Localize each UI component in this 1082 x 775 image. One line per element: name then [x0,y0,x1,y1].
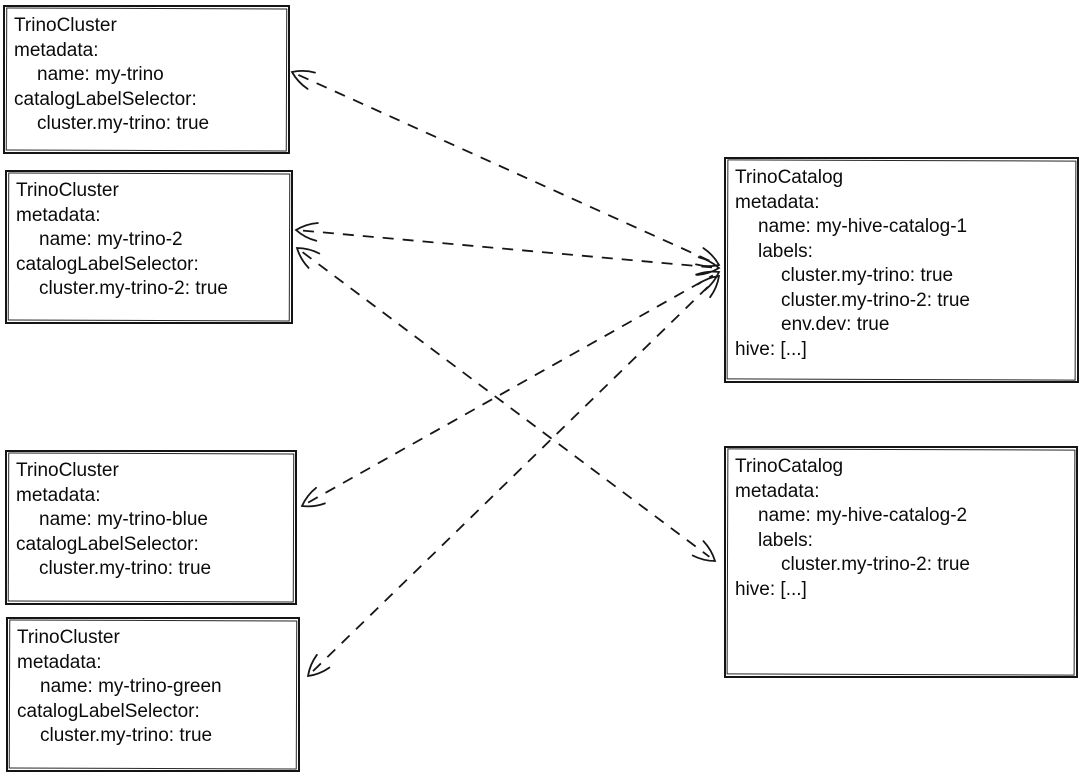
node-text-line: TrinoCluster [14,15,117,36]
arrowhead-icon [290,70,316,90]
connection-trino-cluster-my-trino-2--trino-catalog-my-hive-catalog-1 [294,222,721,276]
arrowhead-icon [695,247,721,267]
arrowhead-icon [696,256,721,276]
node-text-line: TrinoCatalog [735,167,844,188]
arrowhead-icon [695,270,721,292]
node-trino-cluster-my-trino: TrinoCluster metadata: name: my-trino catal… [3,5,290,154]
node-text-line: catalogLabelSelector: [16,253,199,275]
node-text-line: TrinoCatalog [735,456,844,477]
connection-dashed-line [298,74,713,263]
node-text-line: TrinoCluster [17,627,120,648]
node-text-line: cluster.my-trino-2: true [781,289,970,311]
node-text-line: cluster.my-trino-2: true [39,278,228,299]
node-text-line: TrinoCluster [16,180,119,201]
arrowhead-icon [294,222,319,242]
node-text-line: catalogLabelSelector: [14,88,197,110]
node-text-line: name: my-trino [37,64,164,85]
node-text-line: labels: [758,529,813,551]
node-text-line: metadata: [17,651,102,673]
connection-dashed-line [302,229,713,269]
node-text-line: metadata: [14,39,99,61]
node-text-line: metadata: [735,191,820,213]
node-text-line: name: my-trino-blue [39,509,208,530]
node-trino-cluster-my-trino-2: TrinoCluster metadata: name: my-trino-2 cat… [5,170,293,324]
node-text-line: TrinoCluster [16,460,119,481]
arrowhead-icon [300,486,326,508]
node-text-line: cluster.my-trino: true [39,558,212,579]
arrowhead-icon [696,274,721,299]
arrowhead-icon [306,653,331,678]
arrowhead-icon [691,540,717,562]
connection-trino-cluster-my-trino-2--trino-catalog-my-hive-catalog-2 [295,247,717,562]
connection-dashed-line [307,274,714,504]
node-text-line: catalogLabelSelector: [16,533,199,555]
node-text-line: hive: [...] [735,338,807,360]
node-text-line: cluster.my-trino: true [37,113,210,134]
node-text-line: cluster.my-trino-2: true [781,554,970,575]
node-text-line: name: my-trino-green [40,676,222,697]
node-text-line: name: my-hive-catalog-1 [758,216,968,237]
connection-trino-cluster-my-trino--trino-catalog-my-hive-catalog-1 [290,70,721,267]
node-text-line: cluster.my-trino: true [781,265,954,286]
connection-trino-cluster-my-trino-green--trino-catalog-my-hive-catalog-1 [306,274,721,678]
node-trino-catalog-my-hive-catalog-1: TrinoCatalog metadata: name: my-hive-catal… [724,157,1079,383]
node-trino-cluster-my-trino-green: TrinoCluster metadata: name: my-trino-gree… [6,617,300,772]
connection-dashed-line [312,280,715,672]
connection-dashed-line [302,251,710,558]
node-text-line: metadata: [16,204,101,226]
node-text-line: metadata: [735,480,820,502]
node-text-line: name: my-trino-2 [39,229,183,250]
arrowhead-icon [295,247,321,269]
node-text-line: labels: [758,240,813,262]
node-text-line: hive: [...] [735,578,807,600]
node-trino-catalog-my-hive-catalog-2: TrinoCatalog metadata: name: my-hive-catal… [724,446,1078,678]
node-text-line: env.dev: true [781,314,890,335]
node-text-line: metadata: [16,484,101,506]
connection-trino-cluster-my-trino-blue--trino-catalog-my-hive-catalog-1 [300,270,721,508]
node-text-line: catalogLabelSelector: [17,700,200,722]
node-text-line: cluster.my-trino: true [40,725,213,746]
node-trino-cluster-my-trino-blue: TrinoCluster metadata: name: my-trino-blue… [5,450,297,605]
node-text-line: name: my-hive-catalog-2 [758,505,968,526]
